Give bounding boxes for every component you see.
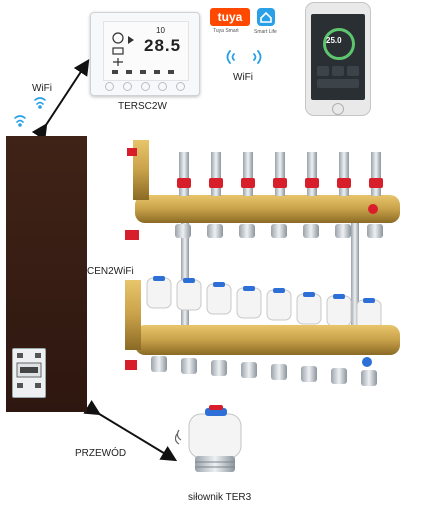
wifi-signal-icon: [226, 50, 262, 64]
actuators: [146, 276, 382, 331]
controller-panel-cen2wifi: [6, 136, 87, 412]
thermostat-button[interactable]: [176, 82, 185, 91]
smart-life-caption: Smart Life: [254, 29, 277, 35]
actuator-ter3: [175, 405, 242, 472]
tuya-logo: tuya Tuya Smart: [210, 8, 250, 34]
phone-temperature-dial: [323, 28, 355, 60]
smartphone: 25.0: [305, 2, 371, 116]
thermostat-button[interactable]: [140, 82, 150, 91]
thermostat-model-label: TERSC2W: [118, 101, 167, 112]
double-arrow-icon: [31, 58, 90, 141]
thermostat-setpoint: 10: [156, 26, 165, 35]
heating-manifold: [125, 140, 400, 386]
actuator-label: siłownik TER3: [188, 492, 252, 503]
cable-label: PRZEWÓD: [75, 448, 127, 459]
double-arrow-icon: [83, 399, 178, 462]
wifi-signal-icon: [14, 115, 26, 127]
smart-life-logo: [257, 8, 275, 26]
thermostat-button[interactable]: [158, 82, 168, 91]
phone-screen: 25.0: [311, 14, 365, 100]
thermostat-button[interactable]: [122, 82, 132, 91]
controller-display-icons: [16, 353, 42, 388]
return-bar: [135, 325, 400, 355]
flow-meters: [177, 152, 383, 196]
phone-temperature: 25.0: [326, 36, 342, 45]
home-icon: [260, 11, 272, 23]
thermostat-bottom-icons: [112, 70, 174, 74]
controller-model-label: CEN2WiFi: [87, 266, 134, 277]
thermostat-status-icons: [112, 32, 134, 66]
thermostat-screen: 10 28.5: [103, 21, 189, 81]
tuya-logo-mark: tuya: [210, 8, 250, 26]
wifi-label-right: WiFi: [233, 72, 253, 83]
thermostat-tersc2w: 10 28.5: [90, 12, 200, 96]
tuya-caption: Tuya Smart: [213, 28, 239, 34]
phone-home-button[interactable]: [332, 103, 344, 115]
phone-app-controls: [317, 66, 359, 88]
thermostat-temperature: 28.5: [144, 36, 182, 55]
supply-bar: [135, 195, 400, 223]
controller-display: [12, 348, 46, 398]
thermostat-touch-buttons: [105, 82, 185, 91]
thermostat-button[interactable]: [105, 82, 114, 91]
